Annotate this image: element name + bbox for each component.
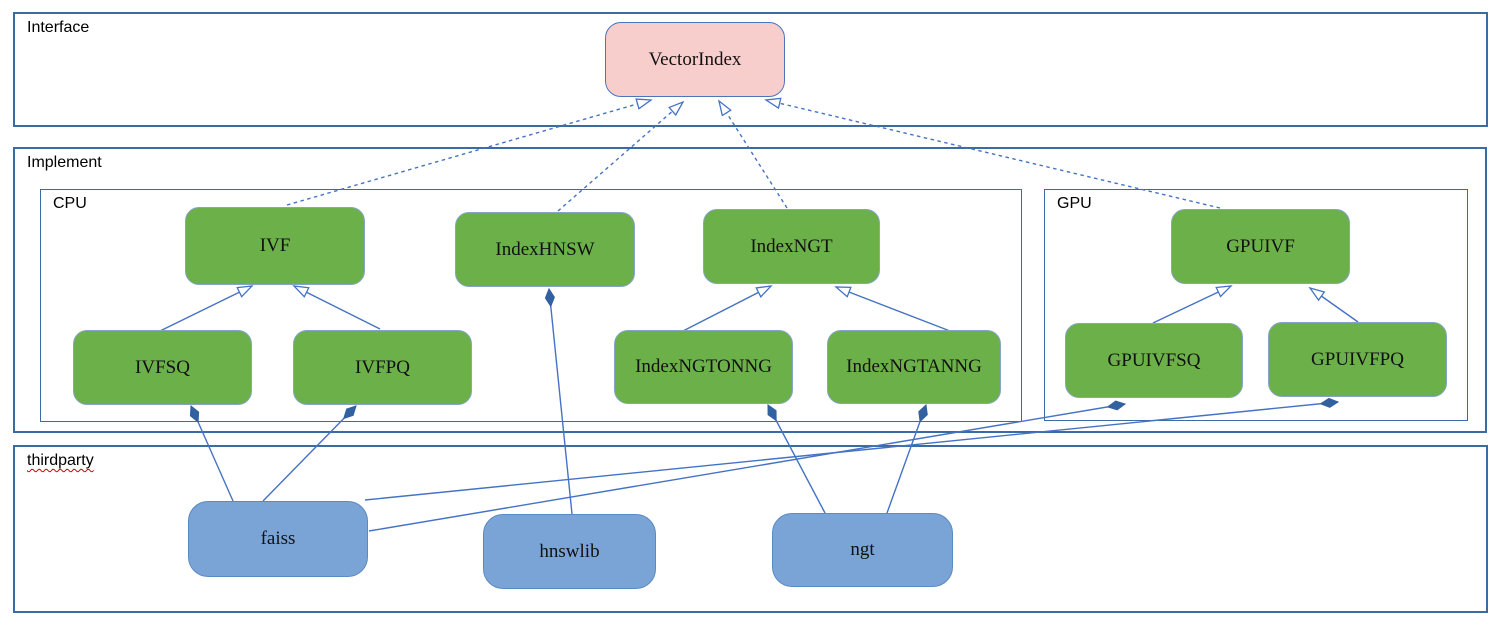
node-faiss-label: faiss (260, 528, 296, 549)
edge-faiss-to-ivfsq (191, 406, 234, 502)
edge-faiss-to-gpuivfsq (368, 404, 1125, 532)
edge-faiss-to-ivfpq (262, 406, 356, 502)
edge-faiss-to-gpuivfpq (364, 402, 1338, 501)
node-faiss: faiss (188, 501, 368, 577)
thirdparty-layer-label: thirdparty (27, 452, 94, 469)
node-indexhnsw-label: IndexHNSW (495, 238, 595, 260)
node-indexngtonng-label: IndexNGTONNG (635, 356, 772, 377)
node-ivfsq-label: IVFSQ (135, 356, 190, 378)
edge-hnswlib-to-indexhnsw (549, 289, 573, 515)
node-indexngtonng: IndexNGTONNG (614, 330, 793, 404)
thirdparty-layer-box: thirdparty (13, 445, 1488, 613)
implement-layer-box: Implement (13, 147, 1487, 433)
node-ivfsq: IVFSQ (73, 330, 252, 405)
node-indexngt: IndexNGT (703, 209, 880, 284)
node-gpuivf-label: GPUIVF (1226, 235, 1295, 257)
node-gpuivfpq: GPUIVFPQ (1268, 322, 1447, 397)
edge-ivfpq-to-ivf (294, 286, 381, 330)
interface-layer-box: Interface (13, 12, 1488, 127)
node-ngt: ngt (772, 513, 953, 587)
edge-ngt-to-indexngtanng (886, 405, 926, 514)
edge-gpuivfpq-to-gpuivf (1310, 288, 1359, 323)
edge-gpuivf-to-vectorindex (766, 100, 1221, 209)
node-indexngtanng: IndexNGTANNG (827, 330, 1001, 404)
edge-ivfsq-to-ivf (159, 286, 252, 332)
node-ivf-label: IVF (259, 235, 291, 256)
node-gpuivf: GPUIVF (1171, 209, 1350, 284)
gpu-group-label: GPU (1057, 195, 1092, 212)
node-hnswlib-label: hnswlib (539, 540, 600, 562)
node-vectorindex-label: VectorIndex (648, 48, 742, 70)
gpu-group-box: GPU (1044, 189, 1468, 421)
node-vectorindex: VectorIndex (605, 22, 785, 97)
node-ivfpq: IVFPQ (293, 330, 472, 405)
edge-indexngtanng-to-indexngt (836, 287, 951, 332)
node-gpuivfpq-label: GPUIVFPQ (1311, 348, 1404, 370)
edge-ngt-to-indexngtonng (767, 405, 826, 514)
node-ivf: IVF (185, 207, 365, 285)
edge-gpuivfsq-to-gpuivf (1152, 286, 1231, 324)
edge-ivf-to-vectorindex (286, 100, 651, 206)
node-hnswlib: hnswlib (483, 514, 656, 589)
node-indexhnsw: IndexHNSW (455, 212, 635, 287)
node-ngt-label: ngt (850, 539, 875, 560)
cpu-group-label: CPU (53, 195, 87, 212)
node-indexngt-label: IndexNGT (750, 235, 833, 257)
node-indexngtanng-label: IndexNGTANNG (846, 356, 982, 377)
edge-indexhnsw-to-vectorindex (557, 102, 683, 212)
node-ivfpq-label: IVFPQ (355, 356, 410, 378)
node-gpuivfsq-label: GPUIVFSQ (1107, 349, 1201, 371)
interface-layer-label: Interface (27, 19, 90, 36)
cpu-group-box: CPU (40, 189, 1022, 422)
implement-layer-label: Implement (27, 154, 102, 171)
edge-indexngtonng-to-indexngt (682, 286, 771, 332)
node-gpuivfsq: GPUIVFSQ (1065, 323, 1243, 398)
edge-indexngt-to-vectorindex (719, 101, 788, 209)
